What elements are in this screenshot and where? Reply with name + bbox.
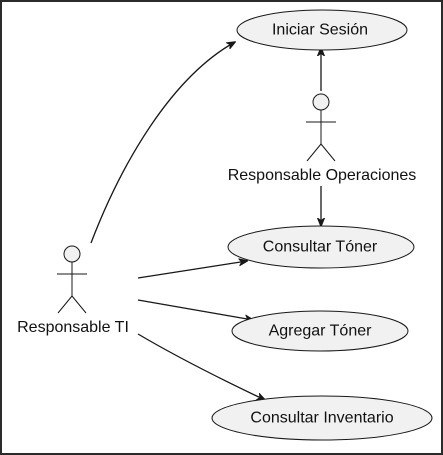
actor-responsable-operaciones: Responsable Operaciones — [228, 93, 417, 184]
use-case-label: Agregar Tóner — [269, 323, 373, 340]
association-ti-consultar-toner — [137, 261, 247, 279]
actor-label: Responsable Operaciones — [228, 167, 417, 184]
association-ti-agregar-toner — [137, 299, 253, 320]
association-ti-consultar-inventario — [137, 333, 265, 400]
use-case-consultar-inventario: Consultar Inventario — [211, 395, 433, 441]
use-case-label: Consultar Tóner — [263, 239, 378, 256]
use-case-label: Iniciar Sesión — [272, 22, 368, 39]
use-case-iniciar-sesion: Iniciar Sesión — [236, 9, 408, 51]
actor-responsable-ti: Responsable TI — [17, 245, 129, 336]
actor-label: Responsable TI — [17, 319, 129, 336]
use-case-consultar-toner: Consultar Tóner — [227, 225, 415, 269]
association-ti-login — [90, 42, 235, 244]
actor-head-icon — [312, 93, 330, 111]
actor-head-icon — [63, 245, 81, 263]
use-case-label: Consultar Inventario — [250, 410, 393, 427]
use-case-agregar-toner: Agregar Tóner — [231, 310, 409, 352]
